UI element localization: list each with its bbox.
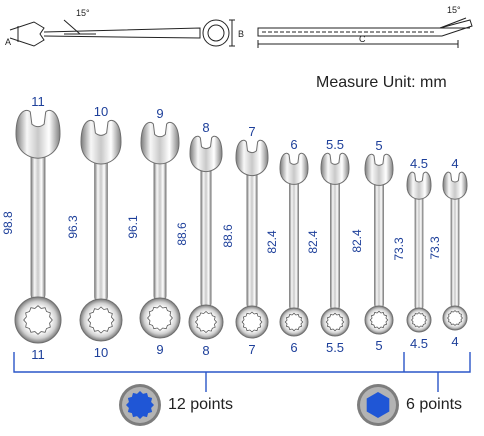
dimension-a-label: A	[5, 37, 12, 47]
six-points-label: 6 points	[406, 396, 463, 413]
size-label-bottom: 5.5	[325, 340, 345, 355]
wrench-1	[14, 109, 62, 344]
size-label-top: 4	[451, 156, 459, 171]
size-label-top: 5.5	[325, 137, 345, 152]
six-point-socket-icon	[357, 384, 399, 426]
wrench-8	[364, 153, 394, 335]
length-label: 73.3	[392, 237, 406, 261]
size-label-bottom: 11	[31, 347, 45, 362]
size-label-bottom: 7	[248, 342, 256, 357]
measure-unit-label: Measure Unit: mm	[316, 74, 447, 91]
length-label: 82.4	[265, 229, 279, 254]
wrench-4	[188, 135, 224, 340]
side-view-drawing	[9, 19, 235, 47]
dimension-c-label: C	[359, 34, 366, 44]
wrench-3	[139, 121, 181, 339]
length-label: 88.6	[221, 224, 235, 248]
angle-label-left: 15°	[76, 8, 90, 18]
size-label-bottom: 8	[202, 343, 210, 358]
dimension-b-label: B	[238, 29, 245, 39]
wrench-7	[320, 152, 350, 337]
wrench-5	[235, 139, 269, 339]
length-label: 82.4	[306, 229, 320, 254]
size-label-bottom: 5	[375, 338, 383, 353]
twelve-points-label: 12 points	[168, 396, 233, 413]
size-label-bottom: 6	[290, 340, 298, 355]
size-label-top: 8	[202, 120, 210, 135]
size-bracket	[13, 352, 471, 392]
wrench-group	[14, 109, 468, 344]
size-label-bottom: 10	[93, 345, 109, 360]
size-label-top: 4.5	[409, 156, 429, 171]
size-label-top: 11	[31, 94, 45, 109]
wrench-6	[279, 152, 309, 337]
length-label: 82.4	[350, 229, 364, 253]
length-label: 96.1	[126, 214, 140, 239]
size-label-top: 10	[93, 104, 109, 119]
top-view-drawing	[257, 17, 473, 48]
size-label-bottom: 4.5	[409, 336, 429, 351]
size-label-top: 7	[248, 124, 256, 139]
length-label: 88.6	[175, 222, 189, 246]
length-label: 73.3	[428, 236, 442, 260]
wrench-2	[79, 119, 123, 342]
angle-label-right: 15°	[447, 5, 461, 15]
wrench-10	[442, 171, 468, 331]
length-label: 98.8	[1, 211, 15, 235]
size-label-top: 6	[290, 137, 298, 152]
size-label-bottom: 9	[156, 342, 164, 357]
size-label-top: 9	[156, 106, 164, 121]
size-label-top: 5	[375, 138, 383, 153]
length-label: 96.3	[66, 215, 80, 239]
twelve-point-socket-icon	[119, 384, 161, 426]
size-label-bottom: 4	[451, 334, 459, 349]
wrench-9	[406, 171, 432, 333]
